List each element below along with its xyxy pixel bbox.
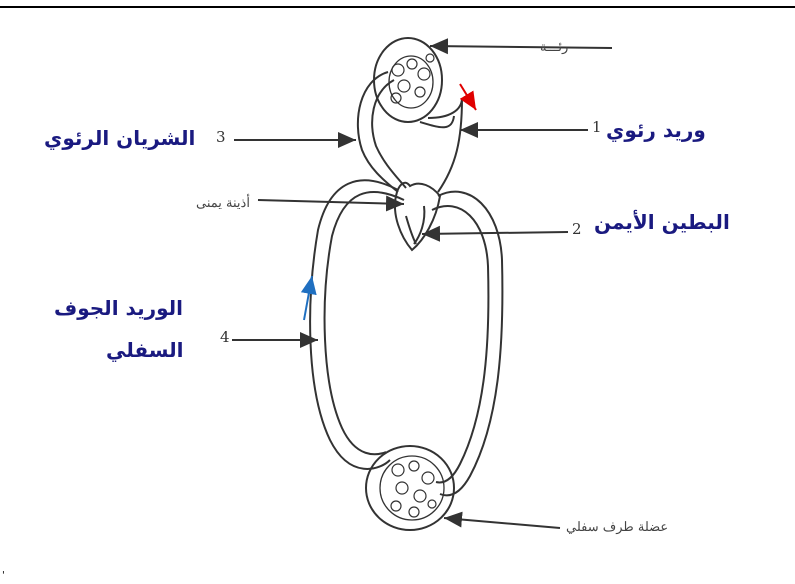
vena-cava-label-line2: السفلي — [106, 338, 184, 362]
right-atrium-label: أذينة يمنى — [196, 196, 250, 211]
lung-label: رئـــة — [540, 40, 568, 55]
bottom-mark: ' — [2, 570, 5, 581]
lung-pointer — [430, 46, 612, 48]
muscle-shape — [366, 446, 454, 530]
pulmonary-vein-label: وريد رئوي — [606, 118, 706, 142]
lung-shape — [374, 38, 442, 122]
heart-shape — [395, 183, 440, 250]
right-ventricle-pointer — [422, 232, 568, 234]
pulmonary-artery-label: الشريان الرئوي — [44, 126, 195, 150]
muscle-label: عضلة طرف سفلي — [566, 520, 668, 535]
number-3: 3 — [216, 128, 226, 146]
number-4: 4 — [220, 328, 230, 346]
number-2: 2 — [572, 220, 582, 238]
pulmonary-vessels — [358, 72, 462, 192]
vena-cava-label-line1: الوريد الجوف — [54, 296, 183, 320]
right-ventricle-label: البطين الأيمن — [594, 210, 730, 234]
muscle-pointer — [444, 518, 560, 528]
right-atrium-pointer — [258, 200, 404, 204]
number-1: 1 — [592, 118, 602, 136]
systemic-loop — [310, 180, 502, 495]
